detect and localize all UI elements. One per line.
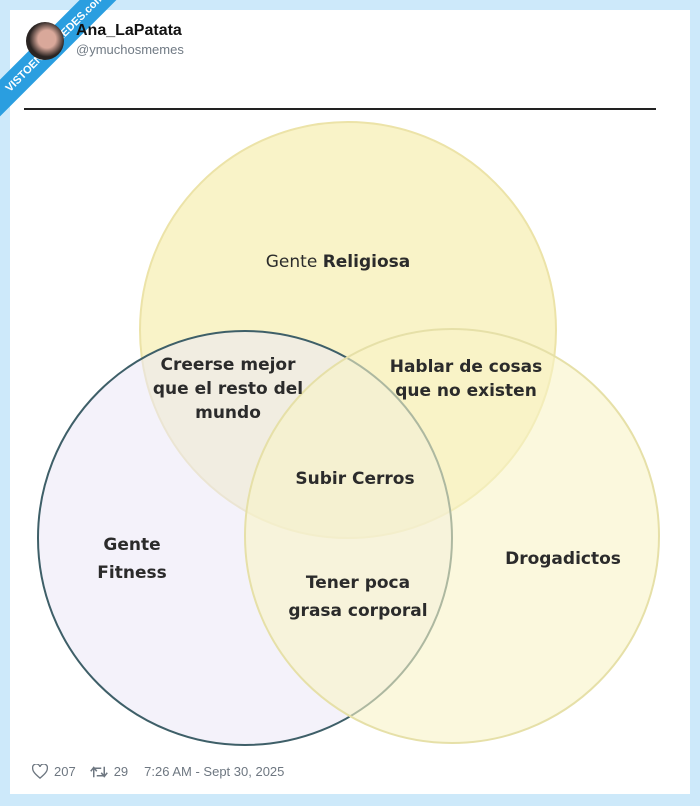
retweet-icon[interactable]: [89, 765, 108, 779]
tweet-footer: 207 29 7:26 AM - Sept 30, 2025: [32, 764, 284, 779]
label-rf-3: mundo: [195, 403, 261, 423]
divider: [24, 108, 656, 110]
label-fd-2: grasa corporal: [288, 601, 427, 621]
label-fd-1: Tener poca: [306, 573, 410, 593]
label-fitness-2: Fitness: [97, 563, 166, 583]
label-religiosa: Gente Religiosa: [266, 252, 410, 272]
avatar[interactable]: [26, 22, 64, 60]
label-fitness-1: Gente: [103, 535, 160, 555]
label-rf-2: que el resto del: [153, 379, 303, 399]
label-rf-1: Creerse mejor: [160, 355, 296, 375]
label-rd-1: Hablar de cosas: [390, 357, 543, 377]
label-center: Subir Cerros: [295, 469, 414, 489]
label-drogadictos: Drogadictos: [505, 549, 621, 569]
retweet-count: 29: [113, 764, 129, 779]
user-handle[interactable]: @ymuchosmemes: [76, 42, 184, 57]
label-rd-2: que no existen: [395, 381, 537, 401]
timestamp[interactable]: 7:26 AM - Sept 30, 2025: [144, 764, 285, 779]
heart-icon[interactable]: [32, 764, 48, 779]
circle-drogadictos: [244, 328, 660, 744]
display-name[interactable]: Ana_LaPatata: [76, 22, 182, 39]
like-count: 207: [54, 764, 76, 779]
venn-diagram: Gente Religiosa Gente Fitness Drogadicto…: [37, 121, 660, 746]
